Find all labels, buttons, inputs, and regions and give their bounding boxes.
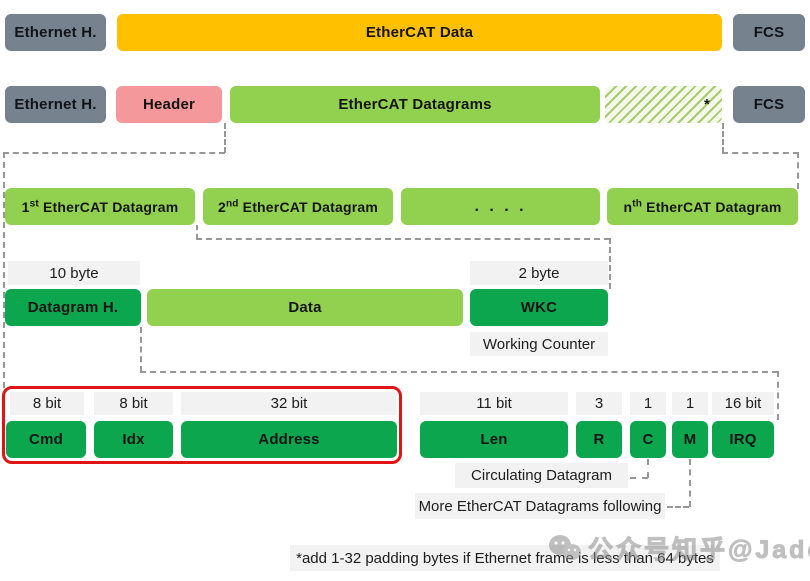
wkc-box: WKC xyxy=(470,289,608,326)
c-field-box: C xyxy=(630,421,666,458)
connector-dheader-h xyxy=(140,371,778,373)
more-datagrams-label: More EtherCAT Datagrams following xyxy=(415,493,665,519)
row1-fcs-box: FCS xyxy=(733,14,805,51)
connector-c-flag-v xyxy=(647,459,649,478)
row1-ethercat-data-box: EtherCAT Data xyxy=(117,14,722,51)
connector-datagram1-v xyxy=(196,225,198,239)
connector-datagrams-left-v xyxy=(224,123,226,153)
row1-ethernet-header-box: Ethernet H. xyxy=(5,14,106,51)
connector-dheader-v2 xyxy=(777,371,779,420)
len-bits-label: 11 bit xyxy=(420,392,568,415)
row2-fcs-box: FCS xyxy=(733,86,805,123)
datagram1-label: 1st EtherCAT Datagram xyxy=(21,197,179,215)
datagram-header-box: Datagram H. xyxy=(5,289,141,326)
connector-datagrams-right-h xyxy=(722,152,799,154)
row3-datagramN-box: nth EtherCAT Datagram xyxy=(607,188,798,225)
connector-m-flag-h xyxy=(667,506,689,508)
working-counter-caption: Working Counter xyxy=(470,332,608,356)
row3-dots-box: . . . . xyxy=(401,188,600,225)
connector-datagram1-v2 xyxy=(609,238,611,289)
circulating-datagram-label: Circulating Datagram xyxy=(455,463,628,488)
connector-datagram1-h xyxy=(196,238,610,240)
addressing-highlight-frame xyxy=(2,386,402,464)
len-field-box: Len xyxy=(420,421,568,458)
row2-datagrams-box: EtherCAT Datagrams xyxy=(230,86,600,123)
datagram-data-box: Data xyxy=(147,289,463,326)
connector-datagrams-right-v2 xyxy=(797,152,799,189)
padding-note: *add 1-32 padding bytes if Ethernet fram… xyxy=(290,545,720,571)
datagram2-label: 2nd EtherCAT Datagram xyxy=(217,197,379,215)
m-field-box: M xyxy=(672,421,708,458)
c-bits-label: 1 xyxy=(630,392,666,415)
idx-field-box: Idx xyxy=(94,421,173,458)
datagram-header-size-label: 10 byte xyxy=(8,261,140,285)
address-field-box: Address xyxy=(181,421,397,458)
connector-c-flag-h xyxy=(630,477,648,479)
row2-header-box: Header xyxy=(116,86,222,123)
r-bits-label: 3 xyxy=(576,392,622,415)
row2-ethernet-header-box: Ethernet H. xyxy=(5,86,106,123)
cmd-field-box: Cmd xyxy=(6,421,86,458)
address-bits-label: 32 bit xyxy=(181,392,397,415)
row3-datagram2-box: 2nd EtherCAT Datagram xyxy=(203,188,393,225)
datagramN-label: nth EtherCAT Datagram xyxy=(623,197,782,215)
connector-m-flag-v xyxy=(689,459,691,507)
connector-datagrams-left-h xyxy=(3,152,225,154)
irq-bits-label: 16 bit xyxy=(712,392,774,415)
row2-padding-hatched-box: * xyxy=(605,86,722,123)
connector-dheader-v xyxy=(140,327,142,372)
wkc-size-label: 2 byte xyxy=(470,261,608,285)
connector-datagrams-right-v xyxy=(722,123,724,153)
connector-left-edge-v xyxy=(3,152,5,388)
idx-bits-label: 8 bit xyxy=(94,392,173,415)
m-bits-label: 1 xyxy=(672,392,708,415)
r-field-box: R xyxy=(576,421,622,458)
row3-datagram1-box: 1st EtherCAT Datagram xyxy=(5,188,195,225)
irq-field-box: IRQ xyxy=(712,421,774,458)
cmd-bits-label: 8 bit xyxy=(10,392,84,415)
